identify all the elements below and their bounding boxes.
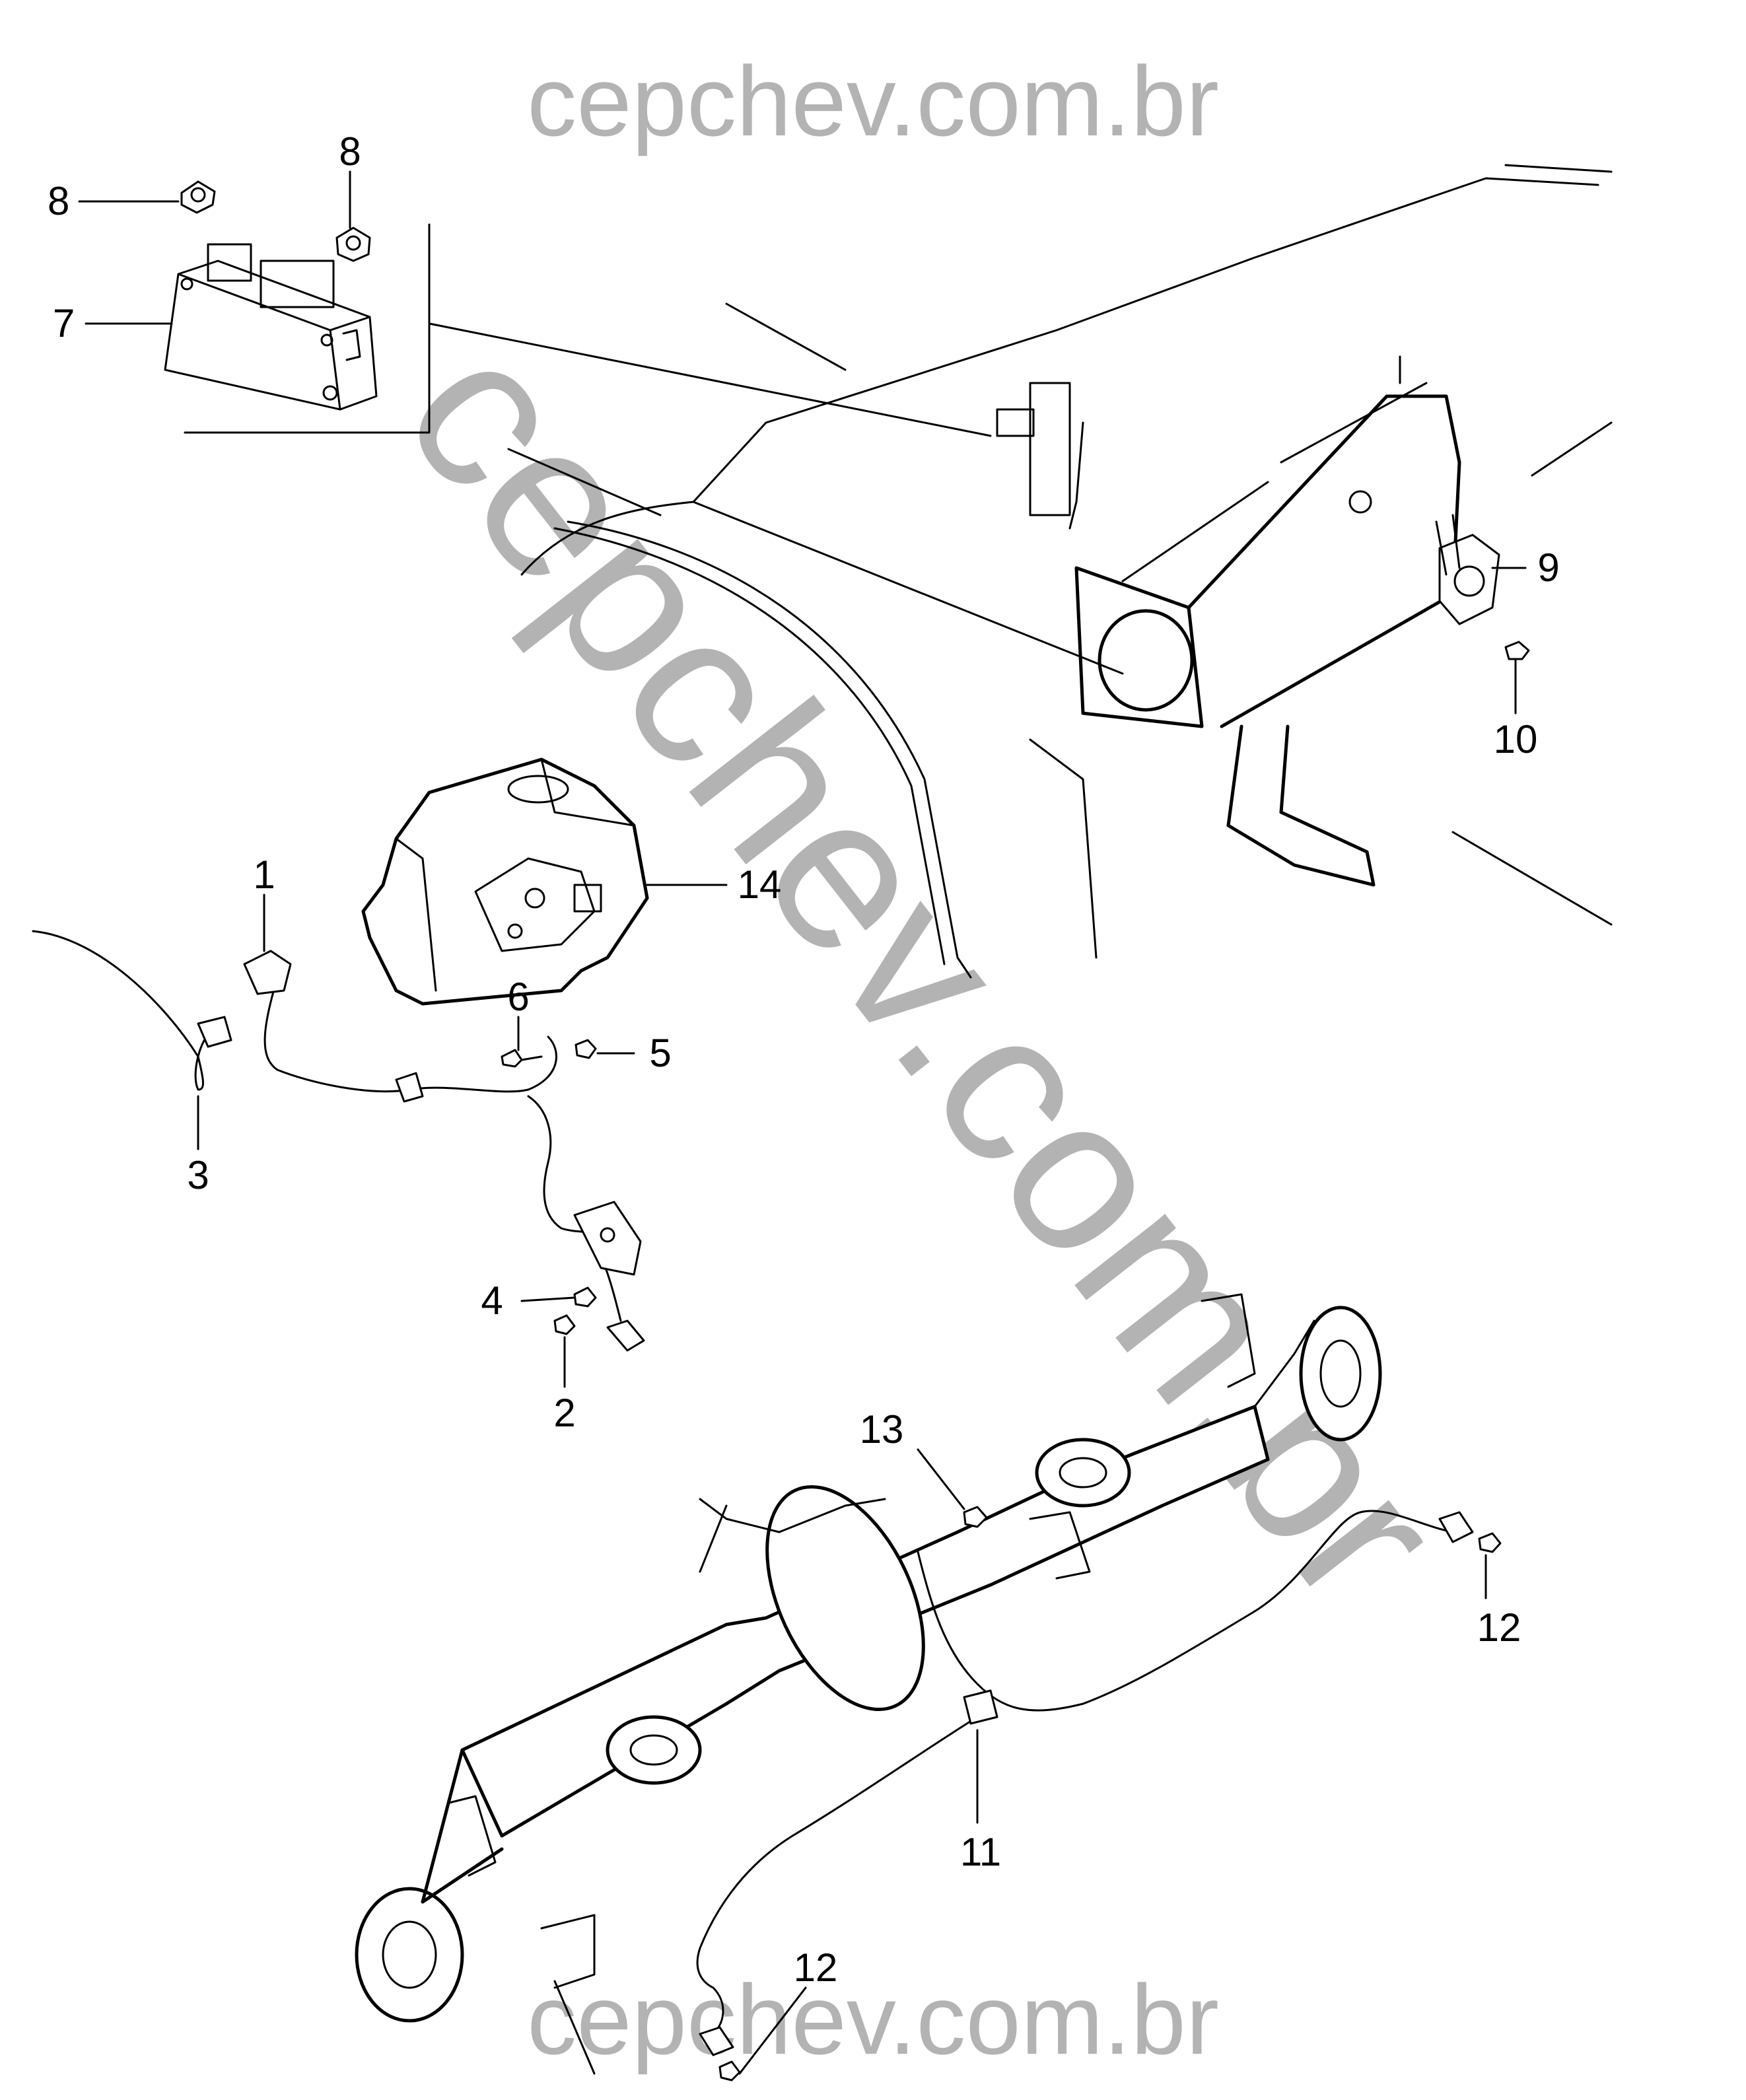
- callout-2: 2: [553, 1391, 575, 1435]
- callout-11: 11: [960, 1830, 1001, 1874]
- callout-5: 5: [649, 1031, 671, 1075]
- callout-8-left: 8: [48, 179, 69, 223]
- axle-harness-part: [696, 1510, 1474, 2056]
- callout-4: 4: [481, 1278, 503, 1323]
- wiring-harness-part: [32, 930, 645, 1352]
- callout-9: 9: [1537, 545, 1559, 590]
- callout-8-top: 8: [339, 129, 361, 174]
- callout-13: 13: [860, 1407, 904, 1452]
- callout-14: 14: [738, 862, 782, 907]
- callout-7: 7: [53, 301, 75, 345]
- pedal-box-part: [996, 355, 1461, 887]
- nut-part-2: [553, 1314, 576, 1335]
- bolt-part-4: [573, 1286, 597, 1308]
- callout-3: 3: [187, 1153, 209, 1197]
- switch-part-9: [1435, 514, 1500, 625]
- mounting-bracket-part: [361, 757, 649, 1006]
- rear-axle-part: [355, 1293, 1382, 2075]
- control-module-part: [164, 243, 378, 411]
- nut-part-8b: [335, 227, 371, 262]
- callout-6: 6: [507, 975, 529, 1019]
- module-bracket-line: [184, 223, 431, 434]
- module-pointer-line: [428, 322, 992, 437]
- callout-12-bottom: 12: [794, 1945, 838, 1990]
- watermark-top: cepchev.com.br: [527, 46, 1219, 157]
- bolt-part-13: [963, 1506, 988, 1528]
- bolt-part-12a: [1478, 1532, 1502, 1553]
- nut-part-5: [575, 1039, 597, 1059]
- watermark-bottom: cepchev.com.br: [527, 1964, 1219, 2075]
- bolt-part-6: [501, 1049, 543, 1068]
- floor-pan-outline: [507, 164, 1613, 979]
- callout-1: 1: [253, 853, 275, 897]
- leader-lines: [78, 170, 1527, 2075]
- nut-part-8a: [180, 180, 216, 214]
- bolt-part-12b: [718, 2060, 741, 2082]
- callout-12-right: 12: [1477, 1605, 1521, 1650]
- screw-part-10: [1504, 641, 1530, 660]
- callout-10: 10: [1494, 717, 1538, 761]
